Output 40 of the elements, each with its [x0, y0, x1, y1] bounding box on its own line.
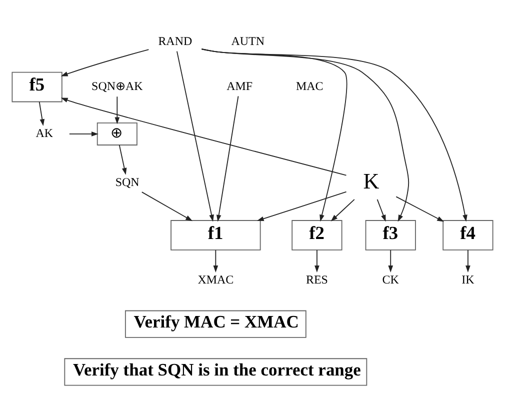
node-box: Verify that SQN is in the correct range — [64, 358, 368, 386]
arrow — [201, 48, 410, 222]
label: MAC — [296, 79, 324, 94]
node-text: AK — [36, 126, 54, 140]
arrow — [176, 50, 214, 222]
arrow — [201, 48, 348, 222]
node-box: f3 — [365, 220, 416, 250]
node-box: Verify MAC = XMAC — [124, 310, 306, 338]
node-text: SQN — [115, 174, 140, 189]
arrow — [213, 250, 218, 272]
arrow — [376, 198, 386, 222]
arrow — [388, 250, 394, 272]
node-text: IK — [462, 272, 474, 286]
arrow — [60, 49, 150, 76]
arrow — [118, 144, 127, 175]
label: AUTN — [231, 34, 264, 48]
node-text: RAND — [158, 34, 192, 48]
arrow — [141, 192, 193, 222]
arrow — [201, 48, 468, 222]
node-text: XMAC — [198, 272, 234, 286]
node-text: SQN⊕AK — [92, 79, 143, 94]
node-text: CK — [382, 272, 399, 286]
arrow — [60, 98, 347, 176]
arrow — [68, 132, 98, 136]
node-text: AMF — [226, 79, 253, 94]
node-box: f1 — [170, 220, 261, 250]
arrow — [256, 191, 347, 222]
node-text: RES — [306, 272, 328, 286]
arrow — [114, 96, 120, 124]
node-box: f5 — [12, 72, 62, 102]
arrow — [38, 102, 45, 126]
arrow — [314, 250, 320, 272]
arrow — [396, 196, 444, 222]
node-box: f4 — [442, 220, 494, 250]
node-box: f2 — [292, 220, 342, 250]
arrow — [466, 250, 470, 272]
arrow — [330, 198, 355, 222]
node-text: K — [363, 168, 380, 194]
node-box: ⊕ — [96, 122, 138, 146]
arrow — [216, 96, 239, 222]
